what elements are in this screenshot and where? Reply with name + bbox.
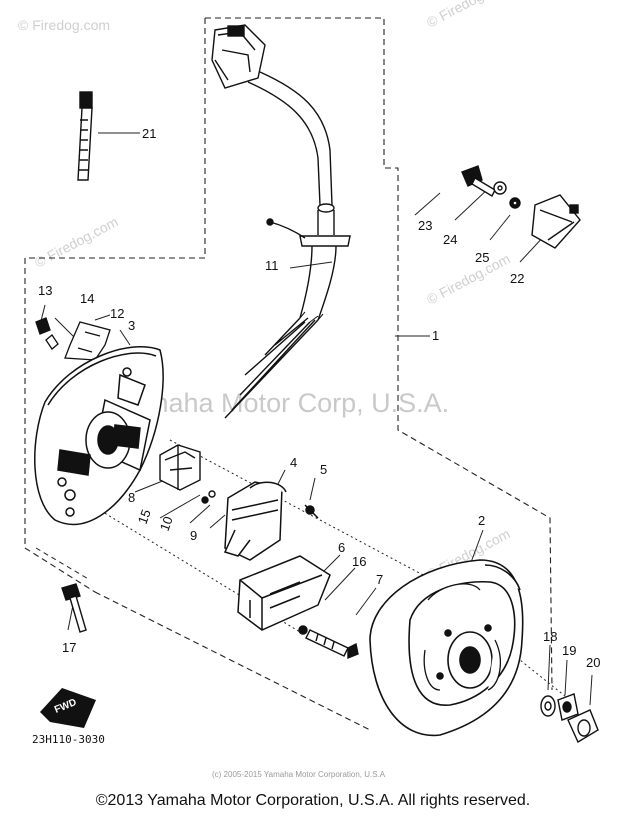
source-coil-4 (223, 481, 319, 561)
charging-coil-6 (237, 555, 331, 635)
callout-21: 21 (142, 126, 156, 141)
pickup-coil-8 (159, 444, 216, 504)
callout-3: 3 (128, 318, 135, 333)
callout-5: 5 (320, 462, 327, 477)
callout-16: 16 (352, 554, 366, 569)
callout-17: 17 (62, 640, 76, 655)
assembly-boundary (24, 17, 553, 731)
callout-8: 8 (128, 490, 135, 505)
diagram-copyright: (c) 2005-2015 Yamaha Motor Corporation, … (212, 770, 386, 779)
wiring-harness-11 (211, 24, 351, 419)
watermark-text: © Firedog.com (32, 213, 121, 270)
callout-11: 11 (265, 258, 279, 273)
callout-1: 1 (432, 328, 439, 343)
callout-19: 19 (562, 643, 576, 658)
callout-2: 2 (478, 513, 485, 528)
callout-12: 12 (110, 306, 124, 321)
diagram-part-number: 23H110-3030 (32, 733, 105, 746)
callout-22: 22 (510, 271, 524, 286)
copyright-notice: ©2013 Yamaha Motor Corporation, U.S.A. A… (95, 792, 531, 809)
callout-9: 9 (190, 528, 197, 543)
callout-6: 6 (338, 540, 345, 555)
callout-15: 15 (135, 507, 154, 526)
callout-18: 18 (543, 629, 557, 644)
callout-labels: 1 2 3 4 5 6 7 8 9 10 11 12 13 14 15 16 1… (38, 126, 600, 670)
watermark-text: © Firedog.com (424, 250, 513, 307)
callout-20: 20 (586, 655, 600, 670)
screw-17 (61, 583, 87, 633)
watermark-text: © Firedog.com (18, 17, 110, 33)
callout-24: 24 (443, 232, 457, 247)
fwd-arrow-icon: FWD (40, 688, 96, 728)
fastener-bracket (35, 547, 91, 581)
callout-7: 7 (376, 572, 383, 587)
callout-23: 23 (418, 218, 432, 233)
callout-10: 10 (157, 514, 176, 533)
screw-7 (305, 629, 359, 660)
cable-tie-21 (77, 91, 93, 181)
callout-4: 4 (290, 455, 297, 470)
nut-washer-set (540, 693, 599, 744)
bracket-hardware (35, 317, 111, 361)
flywheel-rotor-2 (369, 559, 524, 737)
callout-14: 14 (80, 291, 94, 306)
regulator-hardware (461, 165, 581, 249)
watermark-brand: Yamaha Motor Corp, U.S.A. (115, 388, 449, 418)
callout-25: 25 (475, 250, 489, 265)
callout-13: 13 (38, 283, 52, 298)
stator-plate-3 (34, 346, 164, 526)
watermark-text: © Firedog.com (424, 0, 513, 31)
